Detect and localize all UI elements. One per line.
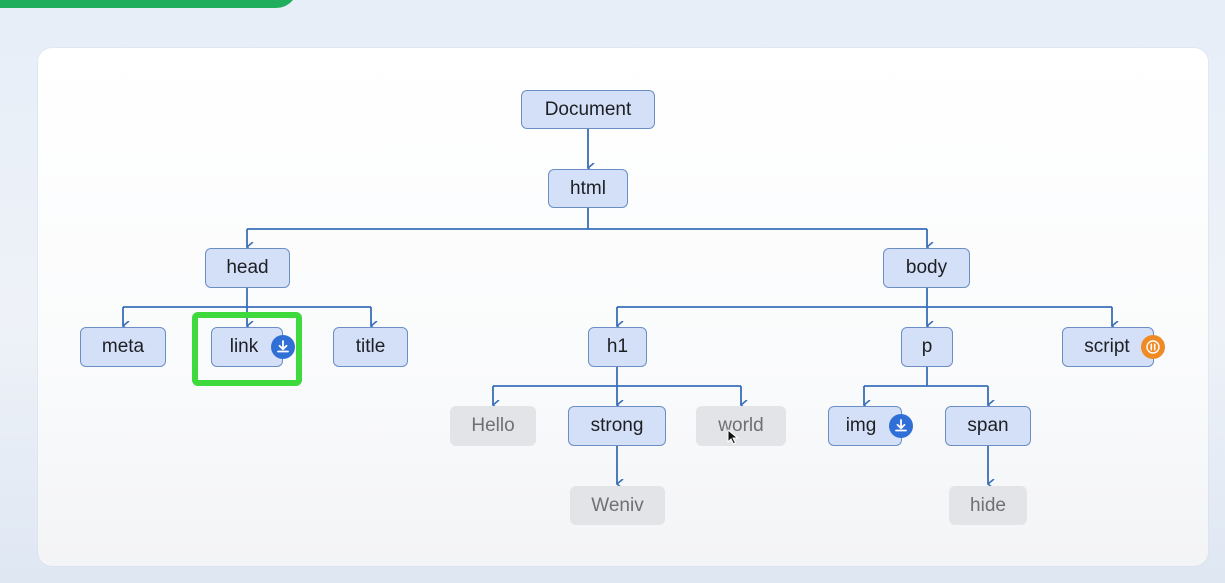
node-body: body [883, 248, 970, 288]
node-weniv: Weniv [570, 486, 665, 525]
node-script: script [1062, 327, 1154, 367]
node-strong: strong [568, 406, 666, 446]
top-accent-bar [0, 0, 298, 8]
download-icon [889, 414, 913, 438]
pause-icon [1141, 335, 1165, 359]
node-document: Document [521, 90, 655, 129]
node-html: html [548, 169, 628, 208]
download-icon [271, 335, 295, 359]
node-p: p [901, 327, 953, 367]
node-head: head [205, 248, 290, 288]
node-hello: Hello [450, 406, 536, 446]
node-span: span [945, 406, 1031, 446]
node-meta: meta [80, 327, 166, 367]
link-highlight-box [192, 312, 302, 386]
node-world: world [696, 406, 786, 446]
node-hide: hide [949, 486, 1027, 525]
mouse-cursor-icon [727, 429, 739, 445]
node-title: title [333, 327, 408, 367]
node-h1: h1 [588, 327, 647, 367]
